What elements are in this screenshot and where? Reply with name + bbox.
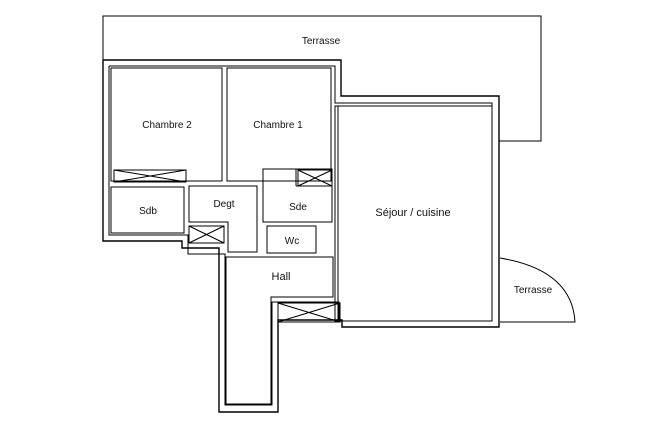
- room-wc: [266, 225, 317, 254]
- label-sdb: Sdb: [139, 206, 157, 217]
- label-terrasse-right: Terrasse: [514, 285, 553, 296]
- terrace-top-outline: [102, 15, 542, 142]
- terrace-right-outline: [499, 257, 576, 323]
- closet-chambre-2: [113, 169, 187, 183]
- closet-sde: [297, 169, 333, 187]
- label-wc: Wc: [285, 236, 299, 247]
- label-sejour: Séjour / cuisine: [375, 207, 450, 219]
- room-hall: [225, 256, 334, 405]
- label-degt: Degt: [213, 199, 234, 210]
- label-chambre-2: Chambre 2: [142, 120, 192, 131]
- closet-degt: [188, 225, 225, 244]
- room-sde: [262, 168, 333, 223]
- exterior-wall-inner: [108, 65, 493, 406]
- label-terrasse-top: Terrasse: [302, 36, 341, 47]
- room-sdb: [110, 186, 185, 234]
- label-sde: Sde: [289, 202, 307, 213]
- closet-hall: [277, 302, 341, 323]
- room-degt: [188, 185, 258, 253]
- label-chambre-1: Chambre 1: [253, 120, 303, 131]
- label-hall: Hall: [272, 271, 291, 283]
- room-sejour: [334, 105, 493, 322]
- room-chambre-1: [226, 67, 332, 182]
- exterior-wall-outer: [102, 59, 500, 413]
- room-chambre-2: [110, 67, 223, 182]
